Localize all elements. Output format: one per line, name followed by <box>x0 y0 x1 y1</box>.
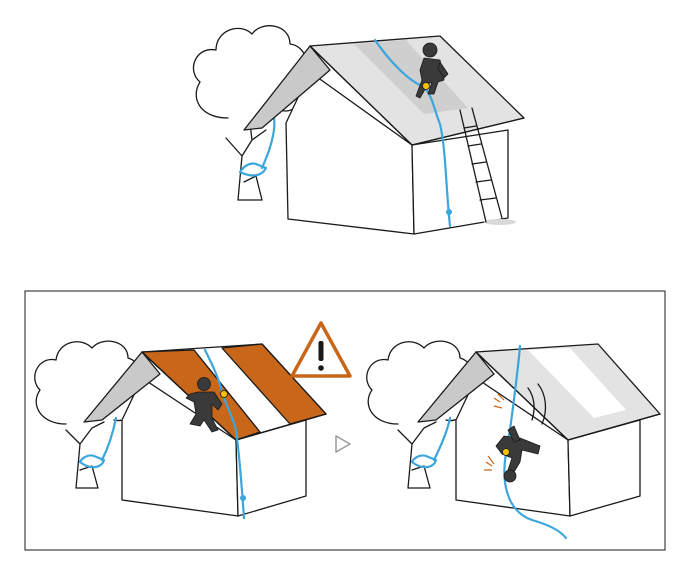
rope-main-top <box>373 38 452 228</box>
rope-tree-anchor-bottom-left <box>78 416 118 469</box>
bottom-left-scene-risk <box>34 340 327 520</box>
bottom-right-scene-fall <box>366 340 661 540</box>
fall-arrester-device-bottom-right <box>502 448 510 456</box>
play-arrow-icon <box>335 435 351 453</box>
incorrect-anchoring-panel <box>24 290 666 551</box>
house-bottom-right <box>417 343 661 517</box>
worker-falling <box>495 425 541 483</box>
rope-knot-top <box>446 209 452 215</box>
house-top <box>243 35 525 235</box>
rope-tree-anchor-top <box>238 116 276 177</box>
rope-main-bottom-left <box>203 348 246 520</box>
fall-arrester-device-top <box>422 82 430 90</box>
rope-main-bottom-right <box>503 344 568 540</box>
warning-triangle-icon <box>290 321 352 378</box>
fall-arrester-device-bottom-left <box>220 390 228 398</box>
rope-knot-bottom-left <box>240 495 246 501</box>
ladder <box>459 107 516 225</box>
house-bottom-left <box>83 343 327 517</box>
top-scene-correct-anchoring <box>192 25 525 235</box>
rope-tree-anchor-bottom-right <box>410 416 452 469</box>
impact-marks-lower <box>484 455 495 471</box>
worker-bottom-left <box>185 377 228 433</box>
worker-top <box>415 42 449 99</box>
impact-marks-upper <box>493 393 505 409</box>
